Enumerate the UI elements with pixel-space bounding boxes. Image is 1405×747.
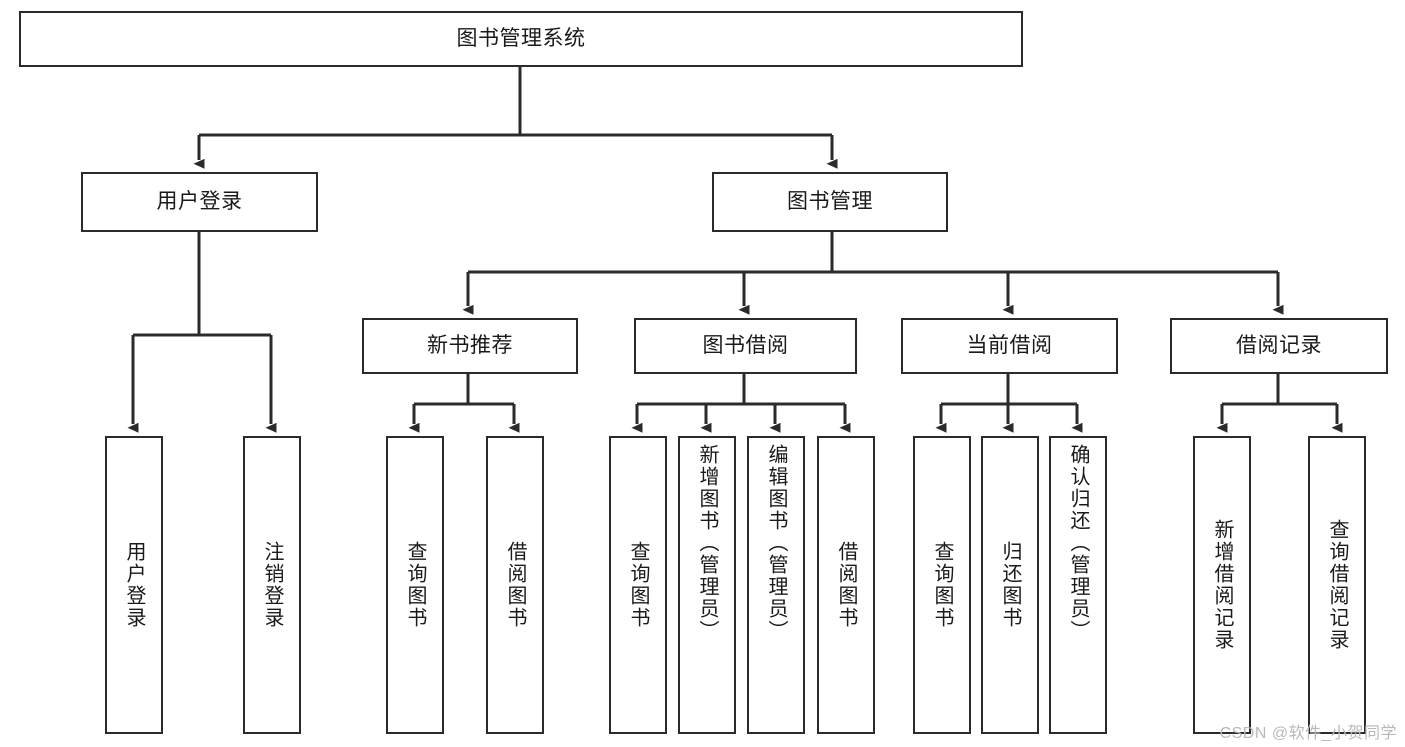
node-label: 查询图书 — [931, 541, 953, 629]
leaf-user-logout[interactable]: 注销登录 — [243, 436, 301, 734]
leaf-query-book-2[interactable]: 查询图书 — [609, 436, 667, 734]
leaf-borrow-book-2[interactable]: 借阅图书 — [817, 436, 875, 734]
node-user-login[interactable]: 用户登录 — [81, 172, 318, 232]
node-label: 确认归还（管理员） — [1067, 444, 1089, 642]
node-label: 查询借阅记录 — [1326, 519, 1348, 651]
node-label: 查询图书 — [627, 541, 649, 629]
node-label: 用户登录 — [123, 541, 145, 629]
node-book-borrow[interactable]: 图书借阅 — [634, 318, 857, 374]
node-label: 图书管理 — [787, 190, 873, 214]
node-new-book-recommend[interactable]: 新书推荐 — [362, 318, 578, 374]
node-current-borrow[interactable]: 当前借阅 — [901, 318, 1118, 374]
leaf-query-book-3[interactable]: 查询图书 — [913, 436, 971, 734]
leaf-edit-book[interactable]: 编辑图书（管理员） — [747, 436, 805, 734]
leaf-add-book[interactable]: 新增图书（管理员） — [678, 436, 736, 734]
node-label: 新书推荐 — [427, 334, 513, 358]
leaf-confirm-return[interactable]: 确认归还（管理员） — [1049, 436, 1107, 734]
leaf-borrow-book-1[interactable]: 借阅图书 — [486, 436, 544, 734]
node-label: 归还图书 — [999, 541, 1021, 629]
node-label: 用户登录 — [156, 190, 243, 214]
leaf-return-book[interactable]: 归还图书 — [981, 436, 1039, 734]
node-label: 编辑图书（管理员） — [765, 444, 787, 642]
node-label: 借阅图书 — [835, 541, 857, 629]
leaf-add-borrow-record[interactable]: 新增借阅记录 — [1193, 436, 1251, 734]
node-label: 借阅图书 — [504, 541, 526, 629]
node-label: 图书借阅 — [702, 334, 789, 358]
node-label: 新增图书（管理员） — [696, 444, 718, 642]
node-root-system[interactable]: 图书管理系统 — [19, 11, 1023, 67]
node-book-manage[interactable]: 图书管理 — [712, 172, 948, 232]
leaf-query-book-1[interactable]: 查询图书 — [386, 436, 444, 734]
node-label: 查询图书 — [404, 541, 426, 629]
node-label: 新增借阅记录 — [1211, 519, 1233, 651]
node-label: 借阅记录 — [1236, 334, 1322, 358]
node-borrow-record[interactable]: 借阅记录 — [1170, 318, 1388, 374]
watermark: CSDN @软件_小贺同学 — [1219, 725, 1397, 742]
leaf-user-login[interactable]: 用户登录 — [105, 436, 163, 734]
node-label: 注销登录 — [261, 541, 283, 629]
leaf-query-borrow-record[interactable]: 查询借阅记录 — [1308, 436, 1366, 734]
node-label: 当前借阅 — [966, 334, 1053, 358]
node-label: 图书管理系统 — [456, 27, 586, 51]
